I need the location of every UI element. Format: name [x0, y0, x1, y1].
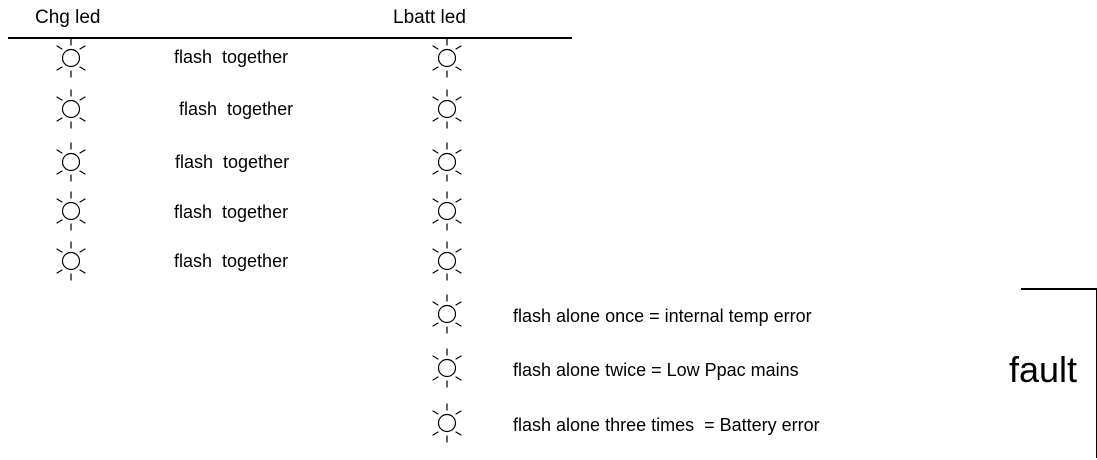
lbatt-led-header: Lbatt led [393, 7, 466, 28]
flash-alone-once-label: flash alone once = internal temp error [513, 306, 812, 326]
chg-led-icon [45, 240, 97, 282]
fault-label: fault [1009, 349, 1078, 390]
flash-alone-twice-label: flash alone twice = Low Ppac mains [513, 360, 799, 380]
flash-together-label: flash together [174, 251, 289, 271]
flash-together-label: flash together [179, 99, 294, 119]
chg-led-icon [45, 190, 97, 232]
lbatt-led-icon [421, 240, 473, 282]
lbatt-led-icon [421, 190, 473, 232]
chg-led-icon [45, 88, 97, 130]
flash-together-label: flash together [175, 152, 290, 172]
chg-led-header: Chg led [35, 7, 101, 28]
chg-led-icon [45, 37, 97, 79]
header-rule [8, 37, 572, 39]
lbatt-led-icon [421, 141, 473, 183]
lbatt-led-icon [421, 88, 473, 130]
fault-bracket-top [1021, 288, 1097, 290]
lbatt-led-icon [421, 37, 473, 79]
flash-alone-three-times-label: flash alone three times = Battery error [513, 415, 820, 435]
flash-together-label: flash together [174, 202, 289, 222]
flash-together-label: flash together [174, 47, 289, 67]
lbatt-led-icon [421, 402, 473, 444]
lbatt-led-icon [421, 293, 473, 335]
lbatt-led-icon [421, 347, 473, 389]
chg-led-icon [45, 141, 97, 183]
